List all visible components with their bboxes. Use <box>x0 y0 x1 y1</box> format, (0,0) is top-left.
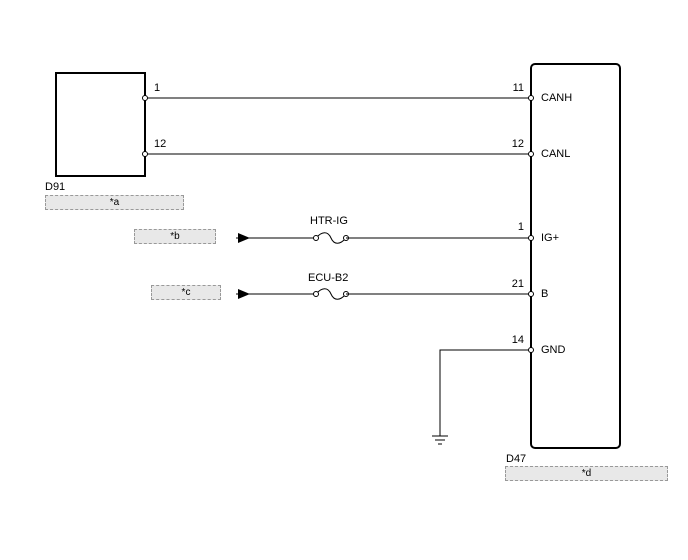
d47-pin-canl-number: 12 <box>511 138 524 150</box>
fuse-ecu-b2 <box>315 288 347 300</box>
fuse-htr-ig-label: HTR-IG <box>310 215 348 227</box>
tag-d: *d <box>505 466 668 481</box>
d91-connector-name: D91 <box>45 181 66 193</box>
arrow-ig <box>238 233 250 243</box>
pin-terminal <box>528 151 534 157</box>
d47-connector-name: D47 <box>506 453 527 465</box>
pin-terminal <box>142 151 148 157</box>
d47-pin-ig-number: 1 <box>517 221 524 233</box>
wire-gnd <box>439 349 531 436</box>
d47-pin-gnd-number: 14 <box>511 334 524 346</box>
pin-terminal <box>142 95 148 101</box>
signal-b-label: B <box>541 288 549 300</box>
arrow-b <box>238 289 250 299</box>
tag-a: *a <box>45 195 184 210</box>
pin-terminal <box>528 235 534 241</box>
pin-terminal <box>528 95 534 101</box>
fuse-htr-ig <box>315 232 347 244</box>
pin-terminal <box>528 347 534 353</box>
signal-canh-label: CANH <box>541 92 573 104</box>
d47-pin-canh-number: 11 <box>512 82 524 94</box>
ground-icon <box>432 435 448 445</box>
signal-canl-label: CANL <box>541 148 571 160</box>
signal-gnd-label: GND <box>541 344 566 356</box>
d91-pin-1-label: 1 <box>154 82 161 94</box>
fuse-terminal <box>313 291 319 297</box>
fuse-ecu-b2-label: ECU-B2 <box>308 272 349 284</box>
ecu-d47-box <box>530 63 621 449</box>
tag-c: *c <box>151 285 221 300</box>
d47-pin-b-number: 21 <box>511 278 524 290</box>
connector-d91-box <box>55 72 146 177</box>
d91-pin-12-label: 12 <box>154 138 167 150</box>
signal-ig-label: IG+ <box>541 232 560 244</box>
fuse-terminal <box>313 235 319 241</box>
tag-b: *b <box>134 229 216 244</box>
pin-terminal <box>528 291 534 297</box>
